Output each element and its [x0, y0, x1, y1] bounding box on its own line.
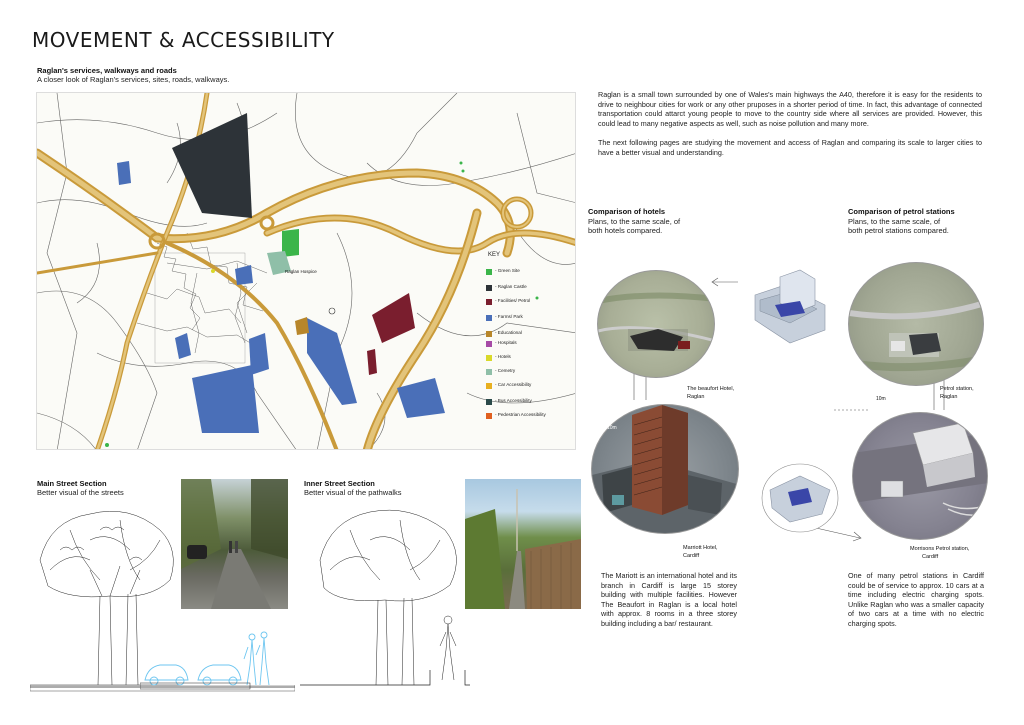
hotels-sub-2: both hotels compared. — [588, 226, 663, 235]
key-item: - Hotels — [486, 354, 553, 361]
key-swatch — [486, 383, 492, 389]
morrisons-label-1: Morrisons Petrol station, — [910, 546, 970, 552]
key-item: - Raglan Castle — [486, 284, 553, 291]
key-item: - Facilities/ Petrol — [486, 298, 553, 305]
inner-street-heading: Inner Street Section — [304, 479, 375, 488]
key-item: - Green Site — [486, 268, 553, 275]
key-swatch — [486, 369, 492, 375]
marriott-scale: 10m — [607, 425, 617, 431]
map-subheading: A closer look of Raglan's services, site… — [37, 75, 230, 84]
main-street-photo-detail — [181, 479, 288, 609]
hotel-plan-comparison — [754, 269, 826, 344]
key-item: - Car Accessibility — [486, 382, 553, 389]
inner-street-photo-detail — [465, 489, 581, 609]
inner-street-photo — [465, 479, 581, 609]
key-swatch — [486, 269, 492, 275]
main-street-photo — [181, 479, 288, 609]
key-item: - Hospitals — [486, 340, 553, 347]
key-item: - Farms/ Park — [486, 314, 553, 321]
beaufort-hotel-aerial — [597, 270, 715, 378]
raglan-petrol-label-1: Petrol station, — [940, 386, 974, 392]
key-swatch — [486, 399, 492, 405]
page-title: MOVEMENT & ACCESSIBILITY — [32, 28, 335, 52]
main-street-heading: Main Street Section — [37, 479, 107, 488]
raglan-petrol-drawing — [849, 300, 983, 372]
hotels-description: The Mariott is an international hotel an… — [601, 571, 737, 628]
petrol-sub-1: Plans, to the same scale, of — [848, 217, 941, 226]
key-title: KEY — [488, 252, 501, 258]
comparison-connectors — [633, 277, 945, 542]
hotels-sub-1: Plans, to the same scale, of — [588, 217, 681, 226]
beaufort-label-1: The beaufort Hotel, — [687, 386, 735, 392]
beaufort-aerial-drawing — [598, 292, 714, 351]
marriott-hotel-aerial — [591, 404, 739, 534]
map-drawing — [37, 93, 575, 449]
map-heading: Raglan's services, walkways and roads — [37, 66, 177, 75]
marriott-label-2: Cardiff — [683, 553, 700, 559]
intro-paragraph-1: Raglan is a small town surrounded by one… — [598, 90, 982, 128]
raglan-petrol-label-2: Raglan — [940, 394, 958, 400]
marriott-label-1: Marriott Hotel, — [683, 545, 718, 551]
main-street-sub: Better visual of the streets — [37, 488, 124, 497]
petrol-scale: 10m — [876, 396, 886, 402]
key-swatch — [486, 341, 492, 347]
morrisons-petrol-drawing — [853, 422, 987, 516]
key-swatch — [486, 331, 492, 337]
inner-street-tree-drawing — [300, 509, 470, 686]
key-swatch — [486, 355, 492, 361]
key-item: - Cemetry — [486, 368, 553, 375]
intro-paragraph-2: The next following pages are studying th… — [598, 138, 982, 157]
raglan-hospice-label: Raglan Hospice — [285, 269, 317, 274]
marriott-aerial-drawing — [592, 405, 738, 533]
key-swatch — [486, 413, 492, 419]
map-key: KEY - Green Site - Raglan Castle - Facil… — [486, 252, 558, 438]
key-swatch — [486, 285, 492, 291]
petrol-description: One of many petrol stations in Cardiff c… — [848, 571, 984, 628]
beaufort-label-2: Raglan — [687, 394, 705, 400]
morrisons-label-2: Cardiff — [922, 554, 939, 560]
key-item: - Educational — [486, 330, 553, 337]
morrisons-petrol-aerial — [852, 412, 988, 540]
key-item: - Bus Accessibility — [486, 398, 553, 405]
main-street-ground — [30, 685, 295, 692]
petrol-plan-comparison — [761, 463, 839, 533]
hotels-heading: Comparison of hotels — [588, 207, 666, 216]
key-swatch — [486, 299, 492, 305]
petrol-heading: Comparison of petrol stations — [848, 207, 955, 216]
key-item: - Pedestrian Accessibility — [486, 412, 553, 419]
inner-street-sub: Better visual of the pathwalks — [304, 488, 402, 497]
raglan-petrol-aerial — [848, 262, 984, 386]
petrol-sub-2: both petrol stations compared. — [848, 226, 949, 235]
key-swatch — [486, 315, 492, 321]
